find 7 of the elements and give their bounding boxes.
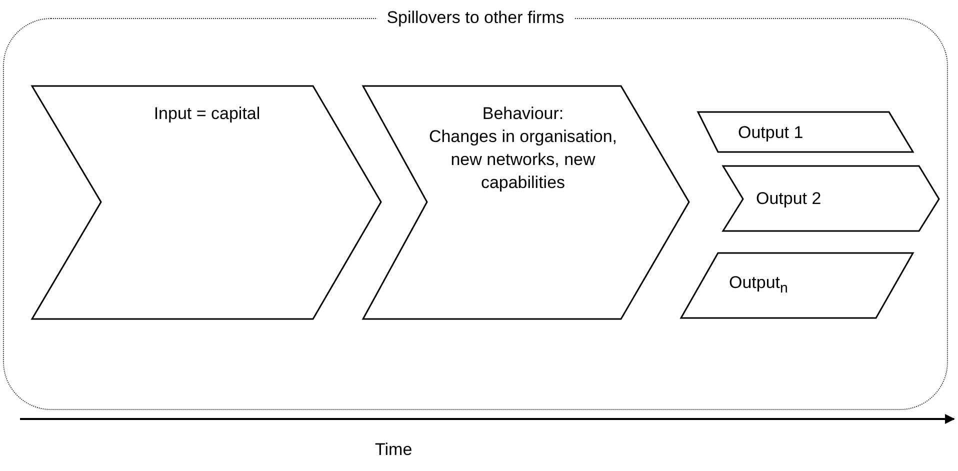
node-text: Changes in organisation, new networks, new capabilities (428, 126, 618, 194)
node-text: Output$_{n}$ (729, 272, 788, 298)
node-text: Behaviour: (482, 103, 564, 125)
axis-label: Time (375, 440, 412, 460)
node-text: Output 1 (738, 122, 804, 144)
node-text: Input = capital (154, 103, 260, 125)
node-text: Output 2 (756, 188, 822, 210)
